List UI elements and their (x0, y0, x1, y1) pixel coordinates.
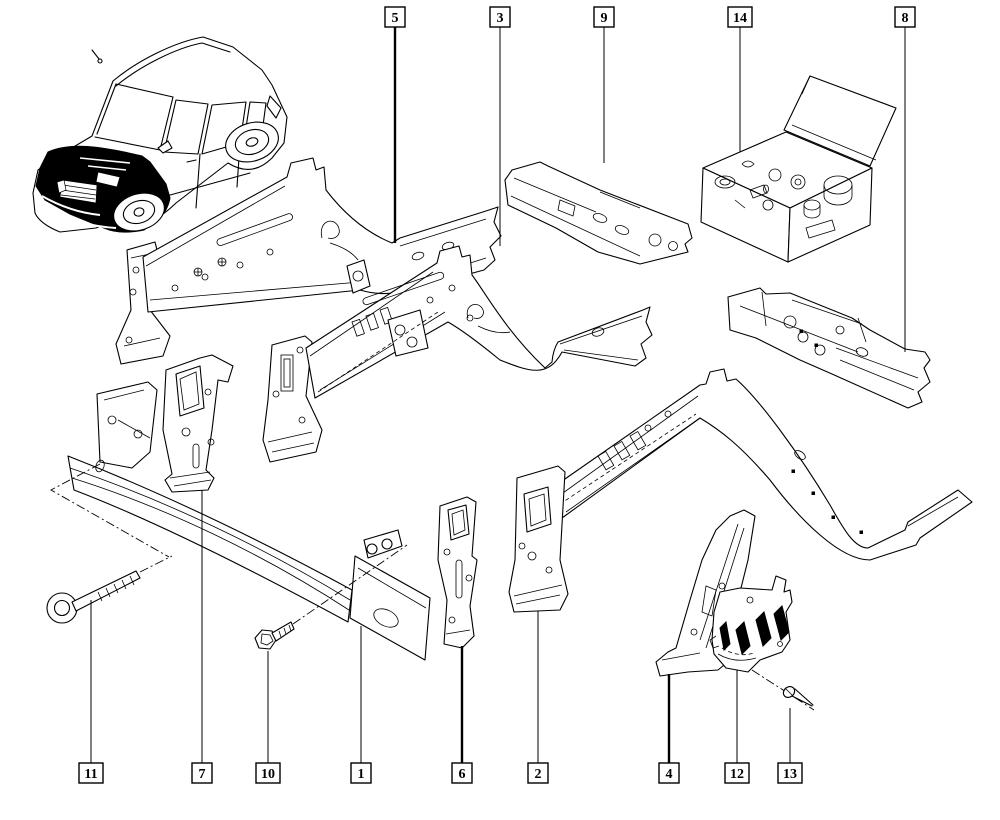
callout-number: 2 (535, 767, 542, 782)
part-drawing-1 (67, 381, 431, 661)
fasteners-in-box (714, 160, 853, 219)
part-drawing-3 (262, 245, 653, 463)
callout-number: 13 (783, 767, 797, 782)
callout-box[interactable] (593, 6, 615, 28)
vehicle-illustration (32, 36, 288, 233)
part-drawing-8 (727, 287, 931, 409)
callout-number: 10 (261, 767, 275, 782)
part-drawing-9 (504, 161, 693, 265)
callout-3[interactable]: 3 (489, 6, 511, 246)
callout-6[interactable]: 6 (451, 646, 473, 784)
centre-lines (50, 463, 170, 558)
renault-diamond-logo (56, 179, 67, 194)
callout-4[interactable]: 4 (658, 674, 680, 784)
callout-box[interactable] (191, 762, 213, 784)
callout-number: 5 (392, 11, 399, 26)
part-drawing-11 (46, 555, 173, 624)
rear-wheel (225, 121, 279, 163)
callout-box[interactable] (384, 6, 406, 28)
callout-14[interactable]: 14 (727, 6, 753, 152)
callout-1[interactable]: 1 (350, 626, 372, 784)
callout-number: 8 (902, 11, 909, 26)
callout-number: 12 (730, 767, 744, 782)
callout-number: 1 (358, 767, 365, 782)
box-handle-slot (805, 219, 836, 239)
callout-box[interactable] (777, 762, 803, 784)
callout-number: 14 (733, 11, 747, 26)
part-drawing-5 (115, 157, 502, 365)
callout-number: 4 (666, 767, 673, 782)
callout-8[interactable]: 8 (894, 6, 916, 352)
callout-box[interactable] (727, 6, 753, 28)
callout-box[interactable] (451, 762, 473, 784)
callout-7[interactable]: 7 (191, 490, 213, 784)
callout-number: 7 (199, 767, 206, 782)
callout-box[interactable] (78, 762, 104, 784)
callout-2[interactable]: 2 (527, 611, 549, 784)
part-drawing-6 (437, 496, 478, 649)
part-drawing-14 (700, 75, 897, 263)
front-wheel (113, 192, 165, 232)
callout-box[interactable] (489, 6, 511, 28)
callout-12[interactable]: 12 (724, 670, 750, 784)
callout-number: 11 (84, 767, 97, 782)
part-drawing-2 (508, 368, 973, 613)
callout-box[interactable] (527, 762, 549, 784)
part-drawing-13 (751, 669, 815, 711)
callout-13[interactable]: 13 (777, 708, 803, 784)
callout-9[interactable]: 9 (593, 6, 615, 163)
part-drawing-12 (709, 575, 793, 673)
callout-box[interactable] (255, 762, 281, 784)
callout-box[interactable] (350, 762, 372, 784)
part-drawing-7 (162, 354, 234, 493)
callout-number: 6 (459, 767, 466, 782)
callout-number: 3 (497, 11, 504, 26)
callout-box[interactable] (658, 762, 680, 784)
callout-number: 9 (601, 11, 608, 26)
part-drawing-10 (254, 544, 408, 650)
callout-5[interactable]: 5 (384, 6, 406, 243)
callout-box[interactable] (724, 762, 750, 784)
callout-box[interactable] (894, 6, 916, 28)
callout-11[interactable]: 11 (78, 600, 104, 784)
callout-10[interactable]: 10 (255, 651, 281, 784)
